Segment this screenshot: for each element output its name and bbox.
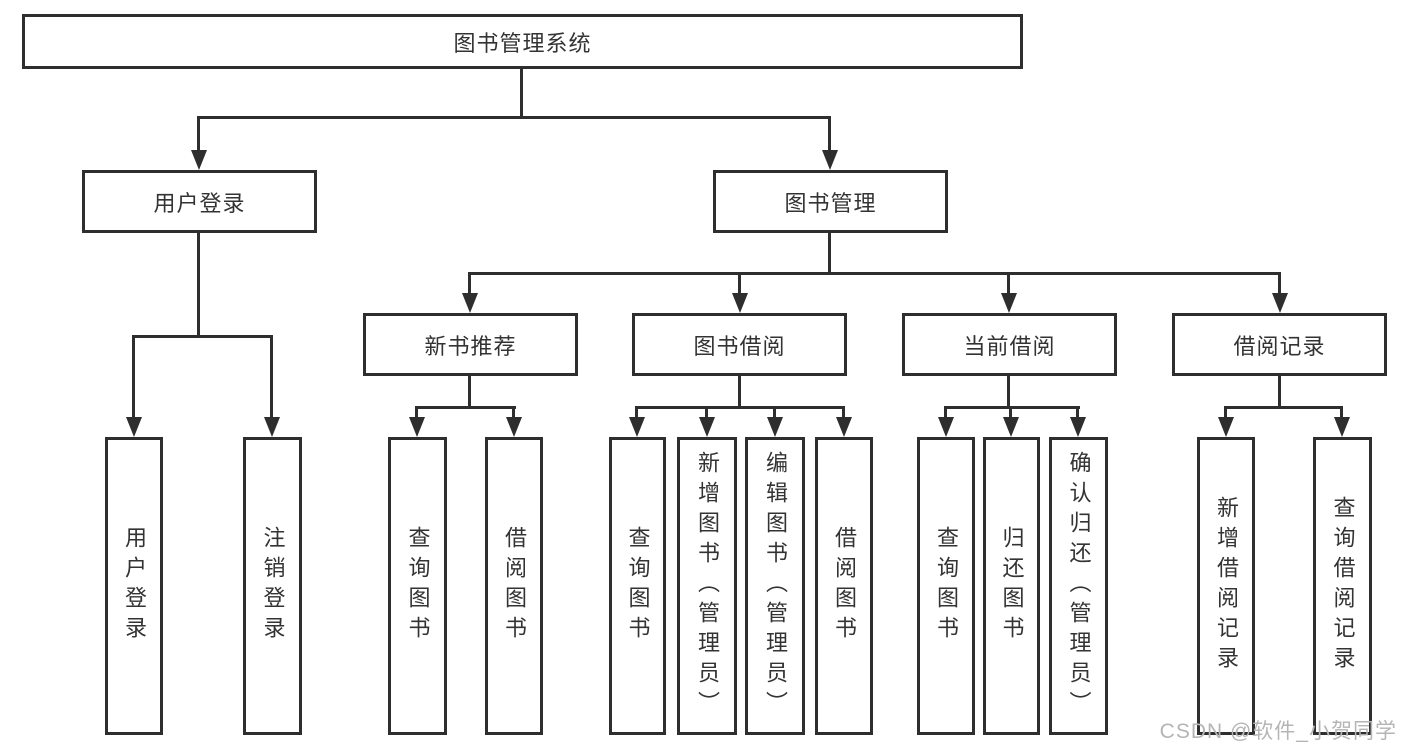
connector-stem-rec-query	[415, 406, 418, 421]
connector-stem-current-group	[1007, 272, 1010, 296]
node-book-borrow-label: 图书借阅	[693, 333, 786, 359]
connector-stem-current-return	[1009, 406, 1012, 421]
node-current-borrow: 当前借阅	[902, 313, 1117, 376]
node-add-book-admin-label: 新增图书（管理员）	[695, 451, 720, 721]
connector-stem-record-group	[1278, 272, 1281, 296]
connector-record-rail	[1224, 406, 1343, 409]
connector-rec-rail	[415, 406, 516, 409]
node-confirm-return-admin-label: 确认归还（管理员）	[1066, 451, 1092, 721]
connector-stem-login-group	[197, 116, 200, 154]
node-rec-query-book: 查询图书	[388, 437, 447, 735]
node-book-mgmt-group-label: 图书管理	[784, 190, 877, 216]
connector-borrow-down	[738, 376, 741, 408]
node-add-borrow-record-label: 新增借阅记录	[1214, 496, 1239, 676]
node-borrow-borrow-book: 借阅图书	[815, 437, 873, 735]
arrowhead-borrow-query	[629, 417, 645, 437]
node-rec-borrow-book-label: 借阅图书	[502, 526, 527, 646]
connector-current-down	[1007, 376, 1010, 408]
connector-stem-borrow-group	[738, 272, 741, 296]
node-borrow-borrow-book-label: 借阅图书	[832, 526, 857, 646]
node-current-borrow-label: 当前借阅	[963, 333, 1056, 359]
node-new-book-rec: 新书推荐	[363, 313, 578, 376]
connector-root-down	[520, 69, 523, 117]
connector-stem-current-query	[944, 406, 947, 421]
arrowhead-current-return	[1003, 417, 1019, 437]
connector-stem-user-login	[132, 335, 135, 419]
arrowhead-current-confirm	[1070, 417, 1086, 437]
node-edit-book-admin: 编辑图书（管理员）	[745, 437, 805, 735]
node-book-mgmt-group: 图书管理	[713, 170, 948, 233]
connector-record-down	[1278, 376, 1281, 408]
arrowhead-borrow-add	[699, 417, 715, 437]
connector-level3-rail	[468, 272, 1281, 275]
arrowhead-user-login	[126, 417, 142, 437]
arrowhead-current-group	[1001, 293, 1017, 313]
node-query-borrow-record-label: 查询借阅记录	[1330, 496, 1356, 676]
connector-login-down	[197, 233, 200, 336]
connector-login-rail	[132, 335, 273, 338]
connector-stem-borrow-add	[705, 406, 708, 421]
connector-level2-rail	[197, 116, 831, 119]
arrowhead-rec-query	[409, 417, 425, 437]
connector-current-rail	[944, 406, 1080, 409]
connector-borrow-rail	[635, 406, 845, 409]
node-add-borrow-record: 新增借阅记录	[1197, 437, 1255, 735]
connector-stem-logout	[270, 335, 273, 419]
arrowhead-rec-borrow	[506, 417, 522, 437]
node-logout-label: 注销登录	[260, 526, 286, 646]
connector-stem-mgmt-group	[828, 116, 831, 154]
node-user-login-group: 用户登录	[82, 170, 317, 233]
node-user-login-group-label: 用户登录	[153, 190, 246, 216]
connector-mgmt-down	[828, 233, 831, 274]
node-user-login-label: 用户登录	[122, 526, 147, 646]
connector-stem-rec-borrow	[512, 406, 515, 421]
node-return-book-label: 归还图书	[999, 526, 1025, 646]
node-add-book-admin: 新增图书（管理员）	[677, 437, 737, 735]
connector-stem-record-add	[1224, 406, 1227, 421]
node-query-borrow-record: 查询借阅记录	[1313, 437, 1372, 735]
node-root: 图书管理系统	[22, 14, 1023, 69]
watermark: CSDN @软件_小贺同学	[1159, 720, 1397, 743]
node-return-book: 归还图书	[983, 437, 1040, 735]
arrowhead-record-query	[1334, 417, 1350, 437]
node-user-login: 用户登录	[105, 437, 163, 735]
arrowhead-record-add	[1218, 417, 1234, 437]
node-root-label: 图书管理系统	[453, 30, 592, 56]
connector-stem-borrow-query	[635, 406, 638, 421]
node-current-query-book: 查询图书	[917, 437, 975, 735]
node-rec-query-book-label: 查询图书	[405, 526, 431, 646]
connector-stem-rec-group	[468, 272, 471, 296]
node-borrow-query-book-label: 查询图书	[625, 526, 651, 646]
node-new-book-rec-label: 新书推荐	[424, 333, 517, 359]
arrowhead-current-query	[938, 417, 954, 437]
node-confirm-return-admin: 确认归还（管理员）	[1049, 437, 1108, 735]
node-logout: 注销登录	[243, 437, 302, 735]
connector-stem-borrow-borrow	[842, 406, 845, 421]
arrowhead-rec-group	[462, 293, 478, 313]
node-borrow-query-book: 查询图书	[609, 437, 666, 735]
arrowhead-logout	[264, 417, 280, 437]
arrowhead-record-group	[1272, 293, 1288, 313]
connector-rec-down	[468, 376, 471, 408]
arrowhead-borrow-borrow	[836, 417, 852, 437]
connector-stem-borrow-edit	[773, 406, 776, 421]
connector-stem-record-query	[1340, 406, 1343, 421]
arrowhead-mgmt-group	[822, 150, 838, 170]
node-borrow-record-label: 借阅记录	[1233, 333, 1326, 359]
arrowhead-borrow-edit	[767, 417, 783, 437]
node-current-query-book-label: 查询图书	[934, 526, 959, 646]
node-rec-borrow-book: 借阅图书	[485, 437, 543, 735]
arrowhead-login-group	[191, 150, 207, 170]
node-borrow-record: 借阅记录	[1172, 313, 1387, 376]
connector-stem-current-confirm	[1076, 406, 1079, 421]
arrowhead-borrow-group	[732, 293, 748, 313]
node-edit-book-admin-label: 编辑图书（管理员）	[763, 451, 788, 721]
node-book-borrow: 图书借阅	[632, 313, 847, 376]
